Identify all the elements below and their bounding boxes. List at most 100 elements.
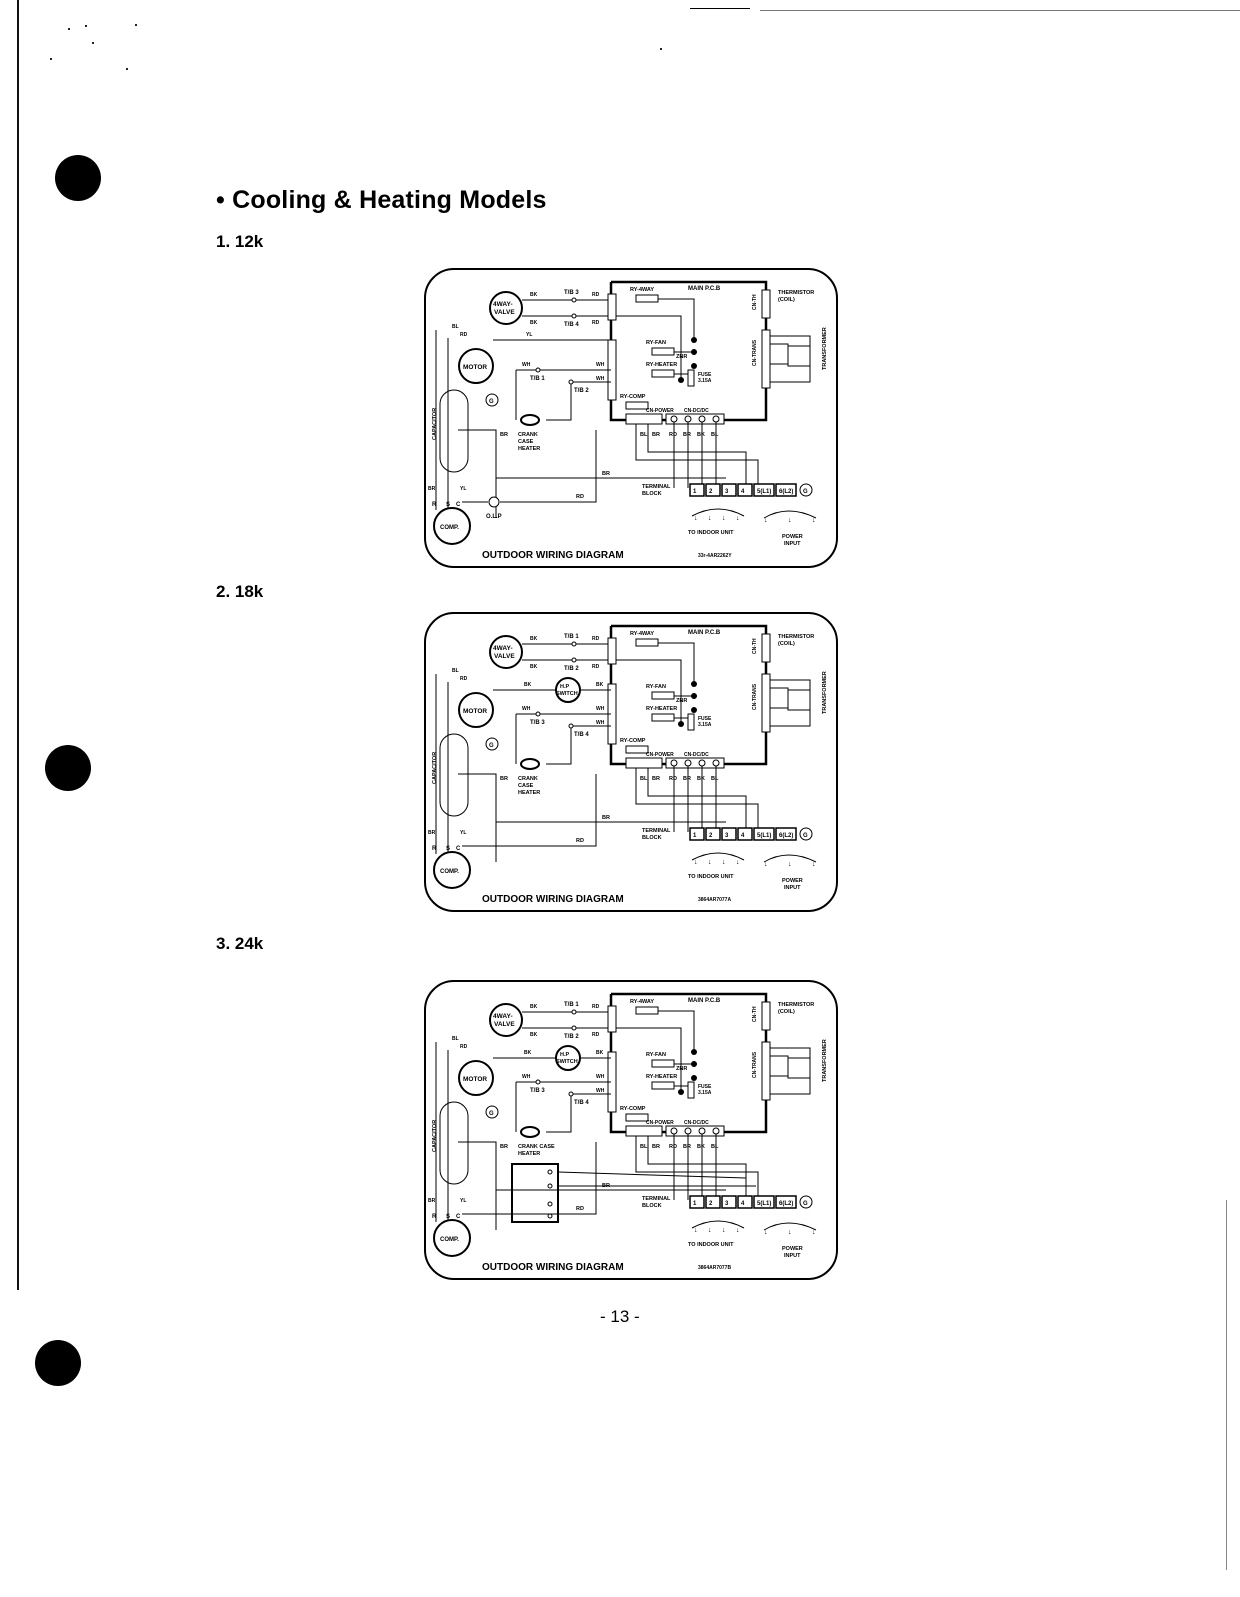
- fuse-symbol: [687, 1081, 695, 1099]
- connector-4way: [607, 637, 617, 665]
- terminal-number: 2: [709, 1201, 713, 1207]
- crank-case-heater-symbol: [520, 414, 540, 426]
- olp-label: O.L.P: [486, 514, 502, 520]
- thermistor-label: (COIL): [778, 1009, 795, 1015]
- compressor-terminal: R: [432, 846, 437, 852]
- wire-label: RD: [669, 432, 677, 438]
- power-input-label: INPUT: [784, 885, 801, 891]
- crank-case-heater-symbol: [520, 758, 540, 770]
- cn-th-connector: [761, 1001, 771, 1031]
- compressor-terminal: C: [456, 846, 461, 852]
- wire: [458, 429, 497, 518]
- terminal-number: 2: [709, 489, 713, 495]
- arrow-icon: ↓: [764, 1229, 768, 1236]
- wire-label: RD: [576, 838, 584, 844]
- power-input-label: POWER: [782, 878, 803, 884]
- valve-label: VALVE: [494, 309, 515, 316]
- arrow-icon: ↓: [694, 515, 698, 522]
- arrow-icon: ↓: [764, 861, 768, 868]
- ground-label: G: [803, 489, 808, 495]
- to-indoor-unit-label: TO INDOOR UNIT: [688, 874, 734, 880]
- terminal-board-label: T/B 3: [564, 290, 579, 296]
- relay-symbol: [635, 1006, 659, 1015]
- ground-symbol: [799, 1195, 813, 1209]
- wire-label: BL: [711, 1144, 719, 1150]
- arrow-icon: ↓: [722, 1227, 726, 1234]
- motor-symbol: [458, 1060, 494, 1096]
- relay-label: RY-4WAY: [630, 999, 654, 1005]
- main-pcb-label: MAIN P.C.B: [688, 630, 721, 636]
- motor-label: MOTOR: [463, 708, 487, 715]
- terminal-number: 3: [725, 1201, 729, 1207]
- valve-label: VALVE: [494, 653, 515, 660]
- terminal-cell: [737, 1195, 753, 1209]
- terminal-block-label: BLOCK: [642, 835, 662, 841]
- top-rule: [690, 8, 750, 9]
- arrow-icon: ↓: [736, 859, 740, 866]
- wire-label: BR: [652, 432, 660, 438]
- connector-label: CN-DC/DC: [684, 408, 709, 414]
- terminal-number: 3: [725, 833, 729, 839]
- terminal-number: 2: [709, 833, 713, 839]
- switch-label: SWITCH: [556, 1059, 578, 1065]
- fuse-label: 3.15A: [698, 378, 712, 384]
- terminal-block-label: BLOCK: [642, 1203, 662, 1209]
- compressor-label: COMP.: [440, 525, 459, 531]
- junction-dot: [691, 1061, 697, 1067]
- wire-label: RD: [592, 292, 600, 298]
- arrow-icon: ↓: [708, 859, 712, 866]
- wire-label: RD: [592, 1004, 600, 1010]
- olp-symbol: [488, 496, 500, 508]
- wire: [546, 1093, 611, 1133]
- punch-hole: [35, 1340, 81, 1386]
- wire-label: BK: [697, 776, 705, 782]
- motor-symbol: [458, 692, 494, 728]
- terminal-cell: [775, 827, 797, 841]
- capacitor-outline: [439, 389, 469, 473]
- thermistor-label: (COIL): [778, 297, 795, 303]
- wire-label: RD: [669, 776, 677, 782]
- power-input-arrow-group: [763, 1222, 817, 1231]
- transformer-symbol: [787, 689, 811, 711]
- wire: [658, 642, 695, 684]
- wire-label: BK: [596, 1050, 604, 1056]
- to-indoor-unit-label: TO INDOOR UNIT: [688, 530, 734, 536]
- ground-label: G: [803, 833, 808, 839]
- terminal-number: 1: [693, 1201, 697, 1207]
- crank-case-heater-label: HEATER: [518, 446, 540, 452]
- fuse-label: FUSE: [698, 372, 712, 378]
- power-input-arrow-group: [763, 854, 817, 863]
- crank-case-heater-label: HEATER: [518, 790, 540, 796]
- junction-dot: [691, 349, 697, 355]
- wire-label: BL: [640, 1144, 648, 1150]
- capacitor-label: CAPACITOR: [432, 1120, 438, 1152]
- wire: [770, 366, 811, 383]
- wire: [500, 430, 597, 503]
- terminal-cell: [775, 1195, 797, 1209]
- part-number: 3864AR7077B: [698, 1265, 731, 1271]
- relay-label: RY-COMP: [620, 1106, 646, 1112]
- relay-symbol: [651, 347, 675, 356]
- cn-trans-connector: [761, 1041, 771, 1101]
- crank-case-heater-label: CRANK: [518, 432, 538, 438]
- crank-case-heater-label: CRANK: [518, 776, 538, 782]
- wire-label: BK: [530, 664, 538, 670]
- terminal-cell: [721, 483, 737, 497]
- arrow-icon: ↓: [708, 1227, 712, 1234]
- znr-label: ZNR: [676, 354, 687, 360]
- wire-label: BK: [697, 1144, 705, 1150]
- terminal-board-label: T/B 4: [574, 1100, 589, 1106]
- terminal-point: [571, 297, 577, 303]
- wire-label: BK: [524, 1050, 532, 1056]
- terminal-point: [571, 313, 577, 319]
- wire-label: BK: [530, 1004, 538, 1010]
- relay-symbol: [625, 401, 649, 410]
- capacitor-outline: [439, 1101, 469, 1185]
- power-input-label: INPUT: [784, 1253, 801, 1259]
- terminal-number: 4: [741, 489, 745, 495]
- terminal-block-label: TERMINAL: [642, 484, 671, 490]
- connector-label: CN-TRANS: [752, 339, 758, 366]
- relay-symbol: [625, 1113, 649, 1122]
- compressor-terminal: S: [446, 502, 450, 508]
- terminal-board-label: T/B 1: [564, 1002, 579, 1008]
